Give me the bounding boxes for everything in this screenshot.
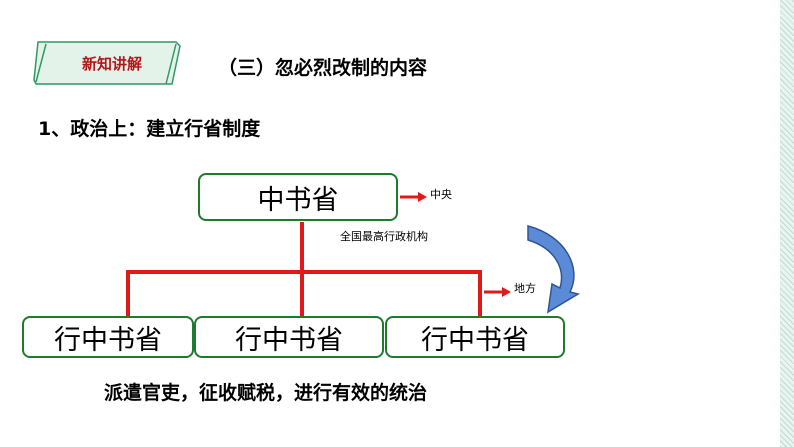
province-box: 行中书省 [194,316,384,358]
zhongshusheng-box: 中书省 [198,173,398,221]
new-knowledge-badge: 新知讲解 [32,40,182,86]
decorative-stripe-border [780,0,794,447]
local-label: 地方 [514,282,536,295]
local-arrow-head [502,287,511,297]
curved-arrow-icon [527,225,580,314]
section-title: （三）忽必烈改制的内容 [218,57,428,79]
province-box: 行中书省 [22,316,194,358]
central-arrow-head [418,192,427,202]
governance-summary: 派遣官吏，征收赋税，进行有效的统治 [104,382,428,404]
badge-shape [33,41,181,85]
subtitle: 1、政治上：建立行省制度 [38,118,261,140]
central-description: 全国最高行政机构 [340,230,428,243]
central-label: 中央 [430,188,452,201]
badge-label: 新知讲解 [81,54,142,73]
province-box: 行中书省 [385,316,565,358]
